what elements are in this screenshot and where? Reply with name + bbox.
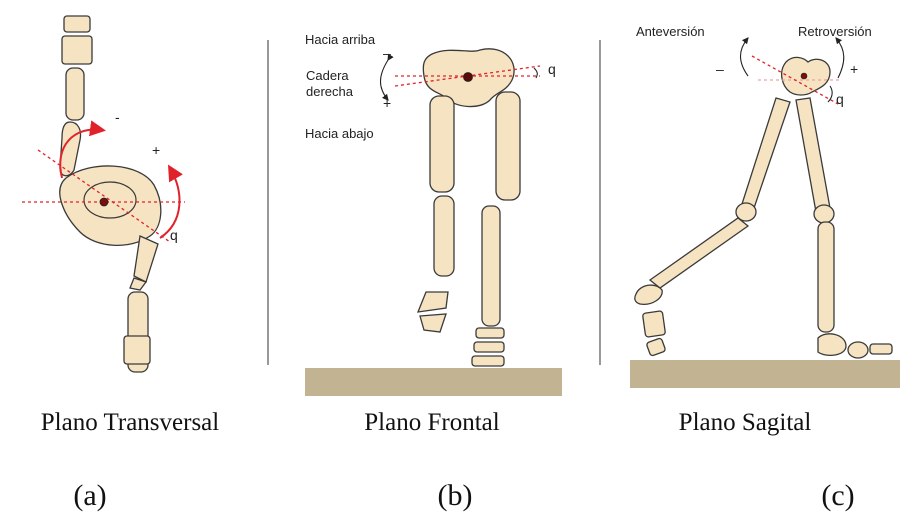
transverse-skeleton xyxy=(60,16,161,372)
sagittal-minus-sign: – xyxy=(716,61,724,77)
frontal-label-hip-line2: derecha xyxy=(306,84,354,99)
transverse-angle-label: q xyxy=(170,227,178,243)
frontal-label-up: Hacia arriba xyxy=(305,32,376,47)
label-anteversion: Anteversión xyxy=(636,24,705,39)
sagittal-plus-sign: + xyxy=(850,61,858,77)
panel-sagittal: Anteversión Retroversión – + q Plano Sag… xyxy=(630,24,900,512)
sagittal-letter: (c) xyxy=(821,479,854,512)
sagittal-ground xyxy=(630,360,900,388)
frontal-label-hip-line1: Cadera xyxy=(306,68,349,83)
frontal-caption: Plano Frontal xyxy=(364,409,499,436)
transverse-letter: (a) xyxy=(73,479,106,512)
panel-transverse: - + q Plano Transversal (a) xyxy=(22,16,219,512)
frontal-tilt-arrow-icon xyxy=(381,60,389,100)
sagittal-angle-arc-icon xyxy=(828,86,832,102)
frontal-angle-label: q xyxy=(548,61,556,77)
transverse-plus-sign: + xyxy=(152,142,160,158)
transverse-caption: Plano Transversal xyxy=(41,409,220,436)
label-retroversion: Retroversión xyxy=(798,24,872,39)
sagittal-caption: Plano Sagital xyxy=(679,409,812,436)
frontal-letter: (b) xyxy=(438,479,473,512)
frontal-plus-sign: + xyxy=(383,95,391,111)
retroversion-arrow-icon xyxy=(836,38,844,78)
frontal-minus-sign: – xyxy=(383,45,391,61)
sagittal-angle-label: q xyxy=(836,91,844,107)
sagittal-skeleton xyxy=(635,57,892,358)
frontal-ground xyxy=(305,368,562,396)
anteversion-arrow-icon xyxy=(741,38,749,76)
transverse-minus-sign: - xyxy=(115,109,120,125)
frontal-skeleton xyxy=(418,49,520,366)
panel-frontal: Hacia arriba – Cadera derecha + Hacia ab… xyxy=(305,32,562,512)
frontal-label-down: Hacia abajo xyxy=(305,126,374,141)
